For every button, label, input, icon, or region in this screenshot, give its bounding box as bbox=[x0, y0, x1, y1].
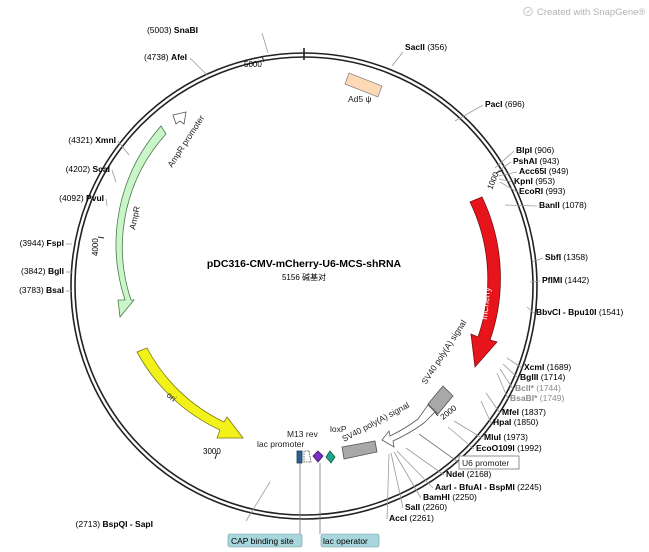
site-label-bsabi-[interactable]: BsaBI* (1749) bbox=[510, 393, 565, 403]
site-label-blpi[interactable]: BlpI (906) bbox=[516, 145, 554, 155]
feature-ampr-promoter[interactable] bbox=[172, 111, 187, 125]
plasmid-size: 5156 碱基对 bbox=[282, 272, 326, 282]
feature-ampr-promoter-label: AmpR promoter bbox=[165, 113, 206, 169]
feature-lac-operator-mark[interactable] bbox=[312, 450, 324, 463]
site-label-pflmi[interactable]: PflMI (1442) bbox=[542, 275, 589, 285]
cap-binding-site-text: CAP binding site bbox=[231, 536, 294, 546]
site-label-bglii[interactable]: BglII (1714) bbox=[520, 372, 566, 382]
site-label-mfei[interactable]: MfeI (1837) bbox=[502, 407, 546, 417]
site-label-paci[interactable]: PacI (696) bbox=[485, 99, 525, 109]
feature-loxp-label: loxP bbox=[330, 424, 347, 434]
snapgene-logo bbox=[523, 6, 533, 17]
backbone-outer bbox=[70, 52, 538, 520]
site-label-kpni[interactable]: KpnI (953) bbox=[514, 176, 555, 186]
site-label-banii[interactable]: BanII (1078) bbox=[539, 200, 587, 210]
site-label-ndei[interactable]: NdeI (2168) bbox=[446, 469, 492, 479]
feature-sv40-left-arrow[interactable] bbox=[381, 404, 436, 448]
site-label-pvui[interactable]: (4092) PvuI bbox=[59, 193, 104, 203]
plasmid-name: pDC316-CMV-mCherry-U6-MCS-shRNA bbox=[207, 258, 402, 270]
tick-4000: 4000 bbox=[91, 238, 100, 256]
feature-cap-site-mark[interactable] bbox=[296, 450, 303, 464]
site-label-bspqi-sapi[interactable]: (2713) BspQI - SapI bbox=[76, 519, 153, 529]
site-label-acci[interactable]: AccI (2261) bbox=[389, 513, 434, 523]
feature-sv40-right-label: SV40 poly(A) signal bbox=[419, 318, 468, 386]
site-label-bamhi[interactable]: BamHI (2250) bbox=[423, 492, 477, 502]
site-label-sbfi[interactable]: SbfI (1358) bbox=[545, 252, 588, 262]
feature-mcherry-label: mCherry bbox=[479, 286, 492, 320]
u6-connector bbox=[418, 433, 459, 463]
site-label-sali[interactable]: SalI (2260) bbox=[405, 502, 447, 512]
site-label-ecoo109i[interactable]: EcoO109I (1992) bbox=[476, 443, 542, 453]
tick-marks bbox=[97, 55, 504, 460]
site-label-xcmi[interactable]: XcmI (1689) bbox=[524, 362, 571, 372]
feature-ad5-label: Ad5 ψ bbox=[348, 94, 372, 104]
site-label-sacii[interactable]: SacII (356) bbox=[405, 42, 447, 52]
feature-m13-rev-label: M13 rev bbox=[287, 429, 318, 439]
u6-promoter-box[interactable] bbox=[458, 455, 520, 470]
site-connector-lines bbox=[66, 32, 544, 522]
tick-1000: 1000 bbox=[486, 170, 501, 190]
tick-5000: 5000 bbox=[244, 60, 262, 69]
site-label-bgli[interactable]: (3842) BglI bbox=[21, 266, 64, 276]
site-labels: (5003) SnaBI (4738) AfeI (4321) XmnI (4202)… bbox=[19, 25, 623, 529]
cap-binding-site-badge[interactable] bbox=[227, 533, 303, 548]
site-label-afei[interactable]: (4738) AfeI bbox=[144, 52, 187, 62]
site-label-mlui[interactable]: MluI (1973) bbox=[484, 432, 528, 442]
feature-ampr[interactable] bbox=[115, 125, 167, 318]
feature-sv40-box[interactable] bbox=[341, 440, 378, 460]
lac-operator-badge[interactable] bbox=[320, 533, 380, 548]
lac-operator-text: lac operator bbox=[323, 536, 368, 546]
feature-sv40-right[interactable] bbox=[427, 385, 454, 415]
feature-ad5-psi[interactable] bbox=[344, 72, 383, 98]
site-label-bcli-[interactable]: BclI* (1744) bbox=[515, 383, 561, 393]
feature-lac-promoter-mark[interactable] bbox=[303, 450, 312, 463]
site-label-xmni[interactable]: (4321) XmnI bbox=[68, 135, 116, 145]
site-label-ecori[interactable]: EcoRI (993) bbox=[519, 186, 565, 196]
feature-loxp[interactable] bbox=[325, 450, 336, 464]
site-label-fspi[interactable]: (3944) FspI bbox=[20, 238, 64, 248]
feature-ori[interactable] bbox=[136, 347, 244, 439]
tick-3000: 3000 bbox=[203, 447, 221, 456]
site-label-snabi[interactable]: (5003) SnaBI bbox=[147, 25, 198, 35]
site-label-bsai[interactable]: (3783) BsaI bbox=[19, 285, 64, 295]
site-label-acc65i[interactable]: Acc65I (949) bbox=[519, 166, 569, 176]
site-label-pshai[interactable]: PshAI (943) bbox=[513, 156, 559, 166]
feature-ampr-label: AmpR bbox=[127, 205, 142, 230]
site-label-aari-bfuai-bspmi[interactable]: AarI - BfuAI - BspMI (2245) bbox=[435, 482, 542, 492]
site-label-hpai[interactable]: HpaI (1850) bbox=[493, 417, 539, 427]
site-label-bbvci-bpu10i[interactable]: BbvCI - Bpu10I (1541) bbox=[536, 307, 624, 317]
u6-promoter-label: U6 promoter bbox=[462, 458, 509, 468]
feature-mcherry[interactable] bbox=[469, 196, 501, 368]
credit-text: Created with SnapGene® bbox=[537, 7, 645, 18]
feature-lac-promoter-label: lac promoter bbox=[257, 439, 304, 449]
site-label-scai[interactable]: (4202) ScaI bbox=[66, 164, 110, 174]
